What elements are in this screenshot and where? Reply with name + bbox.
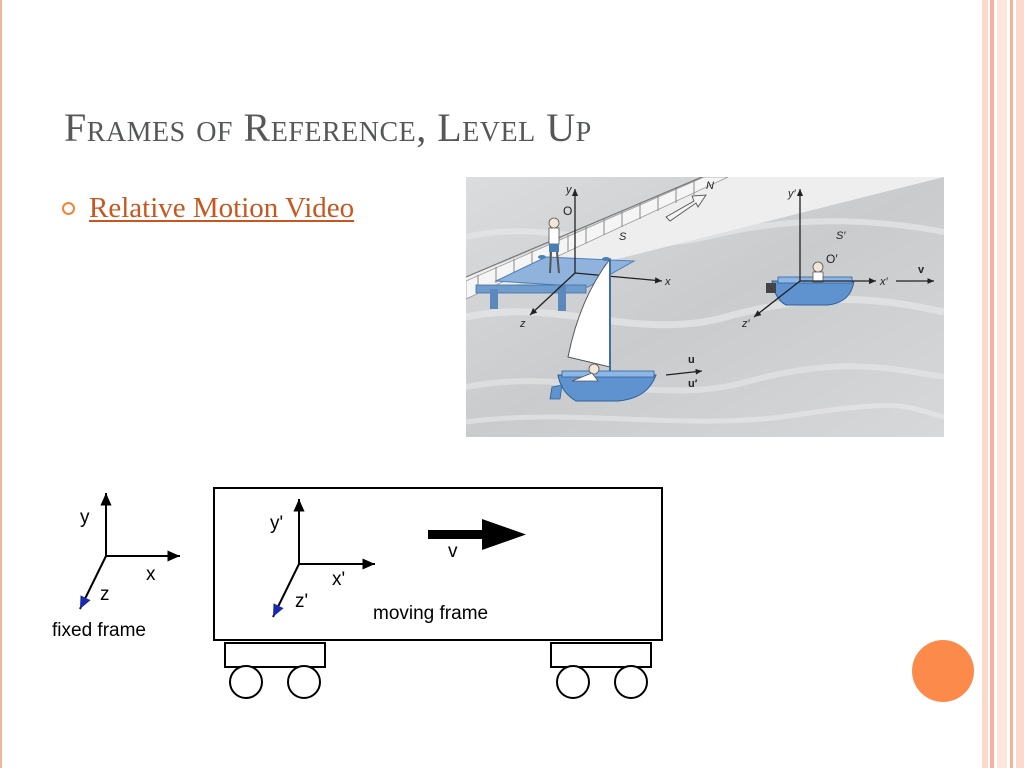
person-on-dock [548,217,560,274]
frame-s-axes: y x z O S [519,184,671,330]
boats-frames-illustration: y x z O S N u u′ y′ x′ z′ O′ S′ [466,177,944,437]
bullet-ring-icon [62,202,75,215]
fixed-frame-caption: fixed frame [52,620,146,641]
velocity-v-label: v [918,264,925,276]
fixed-axis-x-label: x [146,564,156,585]
axis-x-label: x [664,276,671,288]
bullet-item: Relative Motion Video [62,192,354,225]
axis-z-prime-label: z′ [741,318,751,330]
moving-axis-x-label: x' [332,569,345,590]
axis-y-label: y [565,184,573,196]
north-label: N [706,180,714,192]
origin-o-prime-label: O′ [826,252,838,266]
origin-o-label: O [563,204,572,218]
wheel-truck-right [550,642,652,699]
north-arrow: N [665,180,714,222]
relative-motion-video-link[interactable]: Relative Motion Video [89,192,355,224]
moving-frame-caption: moving frame [373,603,488,624]
sailboat-velocity: u u′ [665,354,703,390]
wheel-truck-left [224,642,326,699]
velocity-u-label: u [688,354,695,366]
moving-frame-axes: y' x' z' moving frame [270,499,488,624]
accent-circle [912,640,974,702]
moving-car-body [213,487,663,641]
fixed-frame-axes: y x z fixed frame [52,493,180,641]
frame-s-prime-label: S′ [836,230,846,242]
axis-z-label: z [519,318,526,330]
moving-axis-y-label: y' [270,513,283,534]
sailboat [549,257,657,402]
frame-s-label: S [619,231,627,243]
axis-x-prime-label: x′ [879,276,889,288]
axis-y-prime-label: y′ [787,188,797,200]
moving-axis-z-label: z' [295,591,308,612]
train-frames-diagram: y x z fixed frame y' x' z' moving frame … [52,487,663,699]
velocity-arrow: v [428,519,526,562]
velocity-u-prime-label: u′ [688,378,698,390]
fixed-axis-z-label: z [100,584,110,605]
frame-s-prime-axes: y′ x′ z′ O′ S′ [741,188,889,330]
motorboat-velocity: v [896,264,934,284]
slide-frame [0,0,2,768]
fixed-axis-y-label: y [80,507,90,528]
moving-velocity-label: v [448,541,458,562]
slide-title: Frames of Reference, Level Up [64,105,592,150]
decorative-stripes [982,0,1024,768]
